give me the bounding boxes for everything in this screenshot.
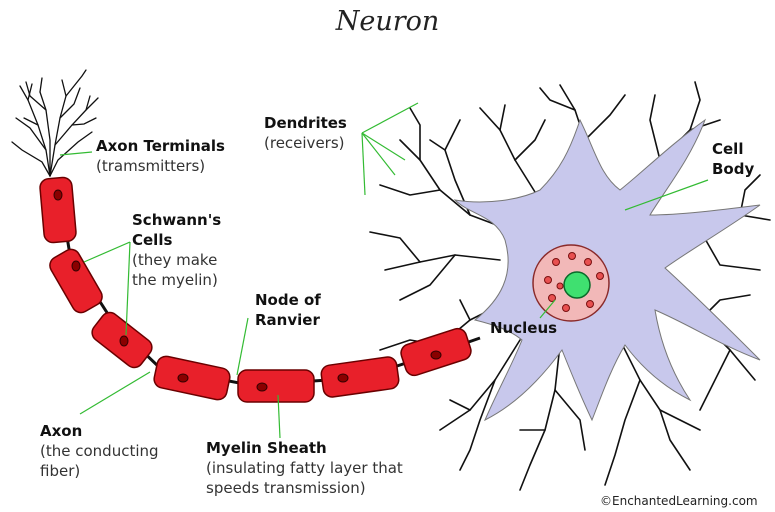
nucleus-shape	[533, 245, 609, 321]
schwanns-cells-line2: Cells	[132, 230, 221, 250]
node-of-ranvier-line2: Ranvier	[255, 310, 321, 330]
credit-text: ©EnchantedLearning.com	[600, 494, 758, 508]
axon-terminals-shape	[12, 70, 98, 176]
node-of-ranvier-line1: Node of	[255, 290, 321, 310]
cell-body-line2: Body	[712, 159, 754, 179]
axon-terminals-label: Axon Terminals (tramsmitters)	[96, 136, 225, 176]
axon-terminals-desc: (tramsmitters)	[96, 156, 225, 176]
axon-desc1: (the conducting	[40, 441, 159, 461]
axon-terminals-name: Axon Terminals	[96, 136, 225, 156]
axon-desc2: fiber)	[40, 461, 159, 481]
schwanns-cells-desc1: (they make	[132, 250, 221, 270]
dendrites-label: Dendrites (receivers)	[264, 113, 347, 153]
dendrites-desc: (receivers)	[264, 133, 347, 153]
axon-name: Axon	[40, 421, 159, 441]
nucleus-label: Nucleus	[490, 318, 557, 338]
cell-body-label: Cell Body	[712, 139, 754, 179]
myelin-sheath-name: Myelin Sheath	[206, 438, 403, 458]
schwanns-cells-line1: Schwann's	[132, 210, 221, 230]
myelin-sheath-label: Myelin Sheath (insulating fatty layer th…	[206, 438, 403, 498]
myelin-sheath-desc2: speeds transmission)	[206, 478, 403, 498]
axon-label: Axon (the conducting fiber)	[40, 421, 159, 481]
cell-body-line1: Cell	[712, 139, 754, 159]
node-of-ranvier-label: Node of Ranvier	[255, 290, 321, 330]
schwanns-cells-desc2: the myelin)	[132, 270, 221, 290]
dendrites-name: Dendrites	[264, 113, 347, 133]
schwanns-cells-label: Schwann's Cells (they make the myelin)	[132, 210, 221, 290]
myelin-sheath-desc1: (insulating fatty layer that	[206, 458, 403, 478]
